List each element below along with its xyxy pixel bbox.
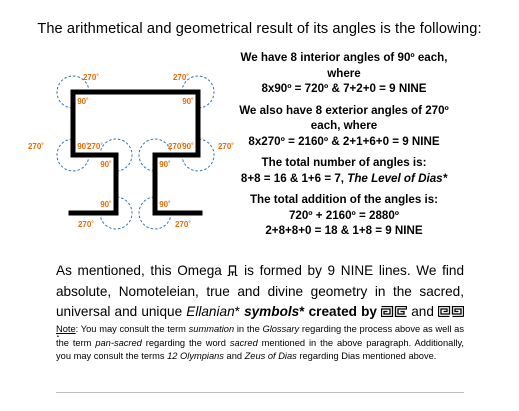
level-of-dias-text: The Level of Dias* bbox=[347, 171, 448, 185]
interior-angle-label-foot-right: 90˚ bbox=[159, 200, 171, 209]
note-text-2: in the bbox=[234, 324, 263, 334]
exterior-arc-top-right bbox=[181, 75, 215, 109]
exterior-angle-label-mid-left-inner: 270˚ bbox=[87, 142, 103, 151]
interior-angle-label-mid-left: 90˚ bbox=[77, 142, 89, 151]
footer-divider bbox=[56, 392, 464, 393]
angle-calculations: We have 8 interior angles of 90º each, w… bbox=[236, 50, 452, 239]
interior-angles-block: We have 8 interior angles of 90º each, w… bbox=[236, 50, 452, 97]
note-term-summation: summation bbox=[188, 324, 235, 334]
paragraph-text-2: is formed by 9 NINE lines. We find absol… bbox=[56, 263, 464, 319]
exterior-arc-mid-right-inner bbox=[138, 138, 172, 172]
total-addition-line-2: 720º + 2160º = 2880º bbox=[288, 208, 400, 222]
exterior-arc-mid-left bbox=[56, 138, 90, 172]
total-number-sum: 8+8 = 16 & 1+6 = 7, bbox=[240, 171, 348, 185]
exterior-angle-label-mid-left: 270˚ bbox=[28, 142, 44, 151]
note-term-12-olympians: 12 Olympians bbox=[167, 351, 224, 361]
interior-angle-label-top-right: 90˚ bbox=[182, 97, 194, 106]
paragraph-text-1: As mentioned, this Omega bbox=[56, 263, 228, 278]
interior-angle-label-mid-right-inner: 90˚ bbox=[159, 160, 171, 169]
exterior-arc-top-left bbox=[56, 75, 90, 109]
exterior-angle-label-mid-right: 270˚ bbox=[218, 142, 234, 151]
note-text-4: regarding the word bbox=[141, 337, 230, 348]
total-addition-line-3: 2+8+8+0 = 18 & 1+8 = 9 NINE bbox=[265, 224, 423, 237]
ellanian-term: Ellanian bbox=[186, 304, 235, 319]
note-label: Note bbox=[56, 324, 76, 334]
paragraph-text-3: * bbox=[234, 304, 245, 319]
note-text-1: : You may consult the term bbox=[75, 324, 189, 334]
note-term-zeus-of-dias: Zeus of Dias bbox=[244, 351, 297, 361]
interior-angles-line-1: We have 8 interior angles of 90º each, bbox=[240, 51, 448, 64]
interior-angles-line-2: where bbox=[327, 66, 361, 80]
note-text-7: regarding Dias mentioned above. bbox=[296, 351, 437, 361]
interior-angle-label-mid-left-inner: 90˚ bbox=[100, 160, 112, 169]
total-number-line-2: 8+8 = 16 & 1+6 = 7, The Level of Dias* bbox=[236, 171, 452, 187]
omega-angle-diagram: 90˚90˚90˚90˚90˚90˚90˚90˚270˚270˚270˚270˚… bbox=[28, 73, 234, 230]
note-paragraph: Note: You may consult the term summation… bbox=[56, 323, 464, 364]
exterior-arc-foot-right bbox=[138, 196, 172, 230]
interior-angle-label-top-left: 90˚ bbox=[77, 97, 89, 106]
note-text-6: and bbox=[223, 351, 245, 361]
exterior-angles-line-3: 8x270º = 2160º & 2+1+6+0 = 9 NINE bbox=[248, 134, 440, 148]
exterior-angles-line-1: We also have 8 exterior angles of 270º bbox=[239, 103, 449, 117]
exterior-angle-label-top-right: 270˚ bbox=[173, 73, 189, 82]
interior-angle-label-foot-left: 90˚ bbox=[100, 200, 112, 209]
symbols-term: symbols bbox=[244, 304, 300, 319]
exterior-angles-line-2: each, where bbox=[310, 119, 378, 132]
note-term-pan-sacred: pan-sacred bbox=[95, 337, 142, 348]
total-addition-line-1: The total addition of the angles is: bbox=[249, 193, 439, 206]
exterior-angle-label-mid-right-inner: 270˚ bbox=[168, 142, 184, 151]
exterior-angle-label-foot-left: 270˚ bbox=[78, 220, 94, 229]
paragraph-text-5: and bbox=[407, 304, 439, 319]
exterior-angles-block: We also have 8 exterior angles of 270º e… bbox=[236, 103, 452, 150]
ellanian-symbol-1-icon bbox=[381, 306, 408, 317]
omega-paragraph: As mentioned, this Omega is formed by 9 … bbox=[56, 261, 465, 343]
page-heading: The arithmetical and geometrical result … bbox=[37, 21, 482, 37]
total-addition-block: The total addition of the angles is: 720… bbox=[236, 192, 452, 239]
interior-angle-label-mid-right: 90˚ bbox=[182, 142, 194, 151]
exterior-arc-foot-left bbox=[99, 196, 133, 230]
exterior-arc-mid-left-inner bbox=[99, 138, 133, 172]
total-number-block: The total number of angles is: 8+8 = 16 … bbox=[236, 155, 452, 186]
exterior-angle-label-top-left: 270˚ bbox=[83, 73, 99, 82]
paragraph-text-4: * created by bbox=[299, 304, 382, 319]
omega-angle-figure: 90˚90˚90˚90˚90˚90˚90˚90˚270˚270˚270˚270˚… bbox=[26, 70, 244, 232]
total-number-line-1: The total number of angles is: bbox=[261, 156, 427, 169]
note-text-5: mentioned in the above paragraph. Additi… bbox=[56, 337, 464, 362]
note-term-glossary: Glossary bbox=[262, 324, 300, 334]
note-term-sacred: sacred bbox=[229, 337, 258, 348]
interior-angles-line-3: 8x90º = 720º & 7+2+0 = 9 NINE bbox=[261, 82, 427, 95]
exterior-arc-mid-right bbox=[181, 138, 215, 172]
ellanian-symbol-2-icon bbox=[438, 306, 465, 317]
paragraph-text-6: . bbox=[56, 324, 60, 340]
note-text-3: regarding the process above as well as t… bbox=[56, 324, 464, 348]
exterior-angle-label-foot-right: 270˚ bbox=[175, 220, 191, 229]
omega-symbol-icon bbox=[227, 265, 238, 276]
